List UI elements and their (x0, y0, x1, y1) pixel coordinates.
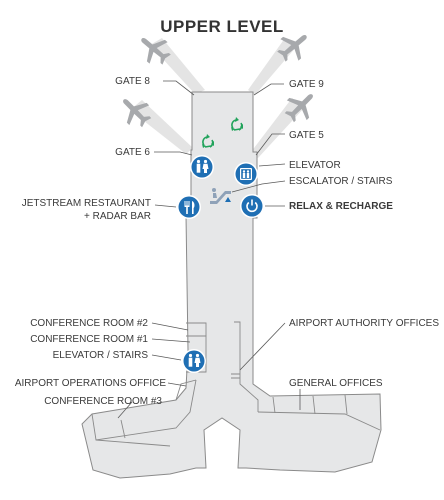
airport-operations-office (175, 379, 197, 401)
lower-left-wing-wall (95, 439, 171, 447)
radar-bar-label: + RADAR BAR (84, 211, 151, 222)
conference-room-2-label: CONFERENCE ROOM #2 (30, 318, 148, 329)
leader-gate9 (253, 83, 284, 96)
conference-room-3 (91, 379, 197, 441)
flight-path-gate6 (130, 100, 193, 154)
authority-door (231, 373, 240, 379)
elevator-icon[interactable] (234, 162, 258, 186)
leader-gate8 (163, 80, 195, 96)
gate-9-label: GATE 9 (289, 79, 324, 90)
map-title: UPPER LEVEL (160, 17, 284, 36)
general-offices-wall-1 (272, 396, 276, 414)
leader-gate6 (154, 151, 193, 156)
general-offices-wall-2 (312, 395, 316, 415)
conference-room-1-label: CONFERENCE ROOM #1 (30, 334, 148, 345)
leader-conf2 (151, 322, 189, 331)
gate-5-label: GATE 5 (289, 130, 324, 141)
charging-icon[interactable] (240, 194, 264, 218)
conference-room-3-label: CONFERENCE ROOM #3 (44, 396, 162, 407)
escalator-icon (210, 188, 231, 204)
airport-authority-label: AIRPORT AUTHORITY OFFICES (289, 318, 439, 329)
escalator-stairs-label: ESCALATOR / STAIRS (289, 176, 393, 187)
airport-operations-label: AIRPORT OPERATIONS OFFICE (15, 378, 166, 389)
leader-elevator-stairs (151, 354, 182, 361)
leader-authority (239, 322, 286, 371)
leader-conf3 (117, 401, 133, 419)
restaurant-icon[interactable] (177, 195, 201, 219)
leader-escalator (231, 180, 286, 193)
restroom-icon[interactable] (190, 155, 214, 179)
leader-jetstream (154, 204, 177, 208)
general-offices-label: GENERAL OFFICES (289, 378, 383, 389)
leader-elevator (258, 163, 286, 167)
gate-8-label: GATE 8 (115, 76, 150, 87)
leader-conf1 (151, 338, 191, 343)
recycling-icon (231, 117, 243, 131)
gate-6-label: GATE 6 (115, 147, 150, 158)
flight-path-gate5 (251, 98, 304, 158)
recycling-icon (202, 134, 214, 148)
leader-airport-ops (167, 382, 187, 387)
elevator-label: ELEVATOR (289, 160, 341, 171)
relax-recharge-label: RELAX & RECHARGE (289, 201, 393, 212)
leader-gate5 (255, 133, 285, 156)
restroom-icon[interactable] (182, 349, 206, 373)
lower-left-office (120, 419, 126, 439)
conference-room-1 (186, 335, 207, 348)
flight-path-gate8 (150, 38, 205, 94)
airport-authority-offices-room (234, 321, 259, 412)
general-offices-wall-3 (344, 394, 348, 415)
general-offices-room (257, 411, 381, 431)
jetstream-restaurant-label: JETSTREAM RESTAURANT (22, 198, 151, 209)
elevator-stairs-label: ELEVATOR / STAIRS (53, 350, 149, 361)
